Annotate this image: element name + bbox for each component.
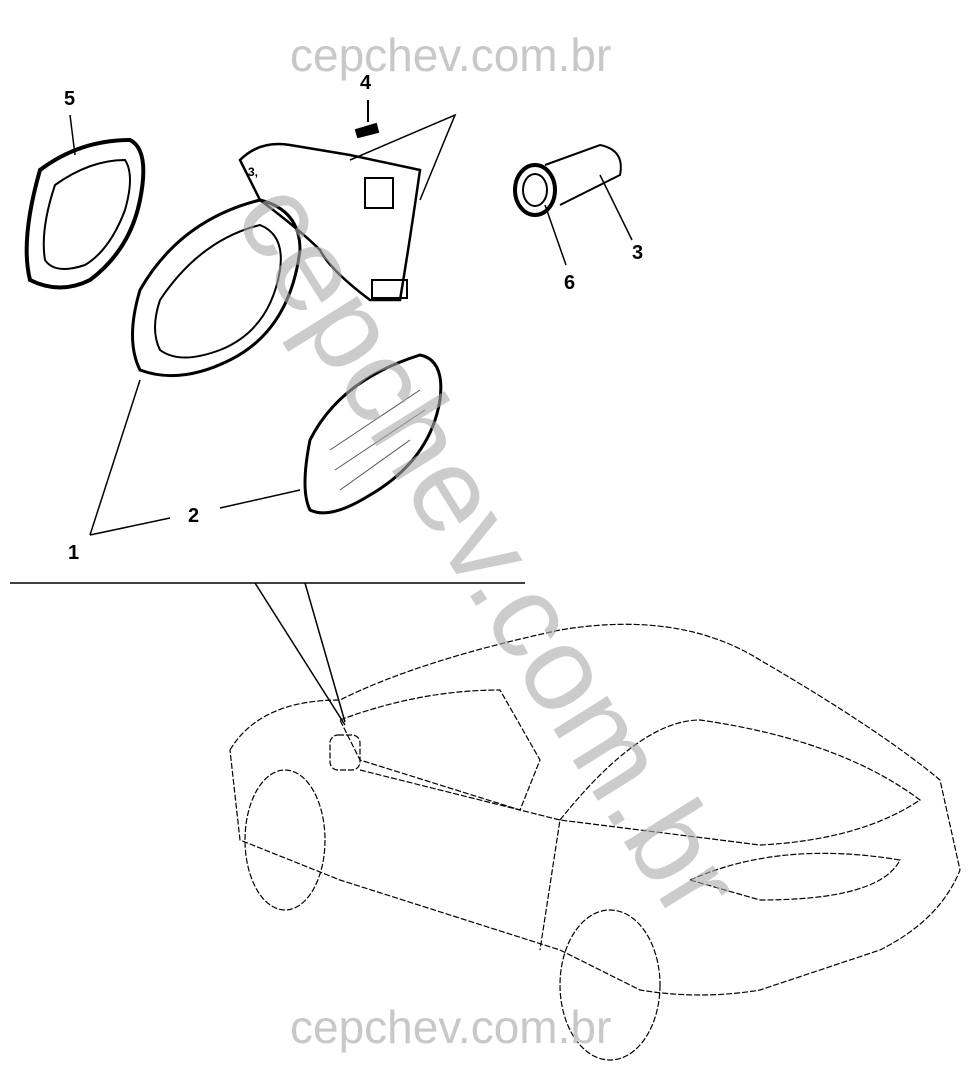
watermark-top: cepchev.com.br (290, 29, 612, 81)
callout-5: 5 (64, 88, 76, 110)
part-5-housing-cover (24, 137, 146, 290)
part-2-mirror-glass (303, 353, 443, 515)
part-1-mirror-assembly (131, 113, 457, 378)
part-3-6-motor (513, 143, 633, 266)
callout-6: 6 (564, 272, 576, 294)
car-outline (229, 623, 961, 1061)
small-mark: 3, (248, 165, 259, 179)
callout-2: 2 (188, 505, 200, 527)
watermark-bottom: cepchev.com.br (290, 1001, 612, 1053)
part-4-screw (354, 100, 380, 139)
callout-3: 3 (632, 242, 644, 264)
leader-lines (10, 114, 525, 726)
callout-1: 1 (68, 542, 80, 564)
callout-4: 4 (360, 72, 372, 94)
